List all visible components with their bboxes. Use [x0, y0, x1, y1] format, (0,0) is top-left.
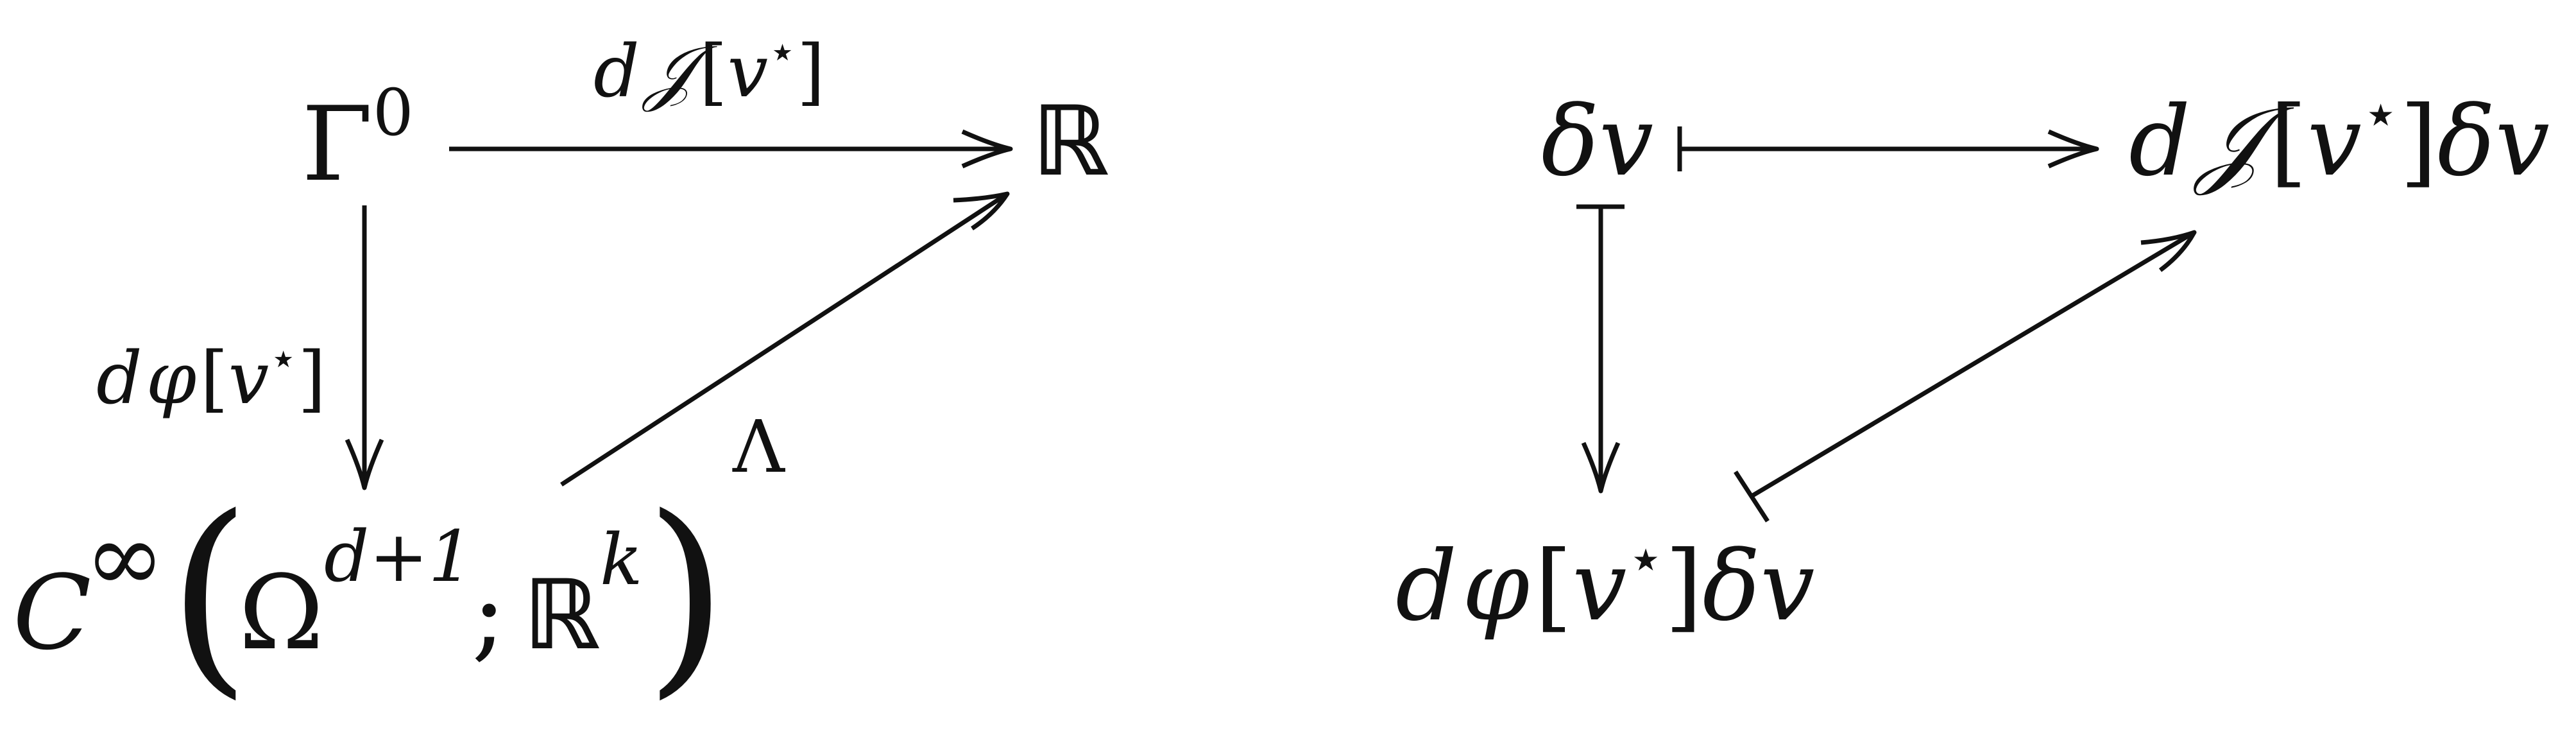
label-lambda: Λ — [732, 406, 785, 489]
mapsto-dv-to-dj — [1677, 126, 2099, 171]
node-smooth-function-space: C ∞ ( Ω d+1 ; ℝ k ) — [13, 471, 728, 718]
label-dj-vstar: d𝒥[v⋆] — [593, 24, 825, 114]
mapsto-dphi-to-dj — [1734, 230, 2197, 522]
arrow-gamma-to-reals — [449, 129, 1013, 169]
space-omega: Ω — [239, 553, 324, 673]
space-reals-sup: k — [600, 519, 643, 601]
space-semicolon: ; — [472, 553, 506, 673]
right-diagram: δv d𝒥[v⋆]δv dφ[v⋆]δv — [1395, 79, 2550, 642]
space-c-infinity: ∞ — [85, 502, 165, 614]
mapsto-dv-to-dphi — [1576, 204, 1625, 494]
arrow-gamma-to-space — [345, 205, 384, 490]
label-dphi-vstar: dφ[v⋆] — [96, 331, 326, 420]
space-c: C — [13, 553, 91, 673]
arrow-space-to-reals — [560, 191, 1010, 487]
left-diagram: Γ0 ℝ C ∞ ( Ω d+1 ; ℝ k ) d𝒥[v⋆] dφ[v⋆] — [13, 24, 1109, 718]
node-reals: ℝ — [1032, 86, 1109, 198]
space-close-paren: ) — [645, 471, 728, 718]
node-dj-vstar-delta-v: d𝒥[v⋆]δv — [2129, 79, 2550, 198]
space-reals: ℝ — [523, 560, 600, 671]
space-omega-sup: d+1 — [324, 515, 473, 598]
node-delta-v: δv — [1541, 86, 1653, 198]
node-dphi-vstar-delta-v: dφ[v⋆]δv — [1395, 524, 1814, 642]
node-gamma-zero: Γ0 — [302, 75, 414, 204]
space-open-paren: ( — [168, 471, 251, 718]
